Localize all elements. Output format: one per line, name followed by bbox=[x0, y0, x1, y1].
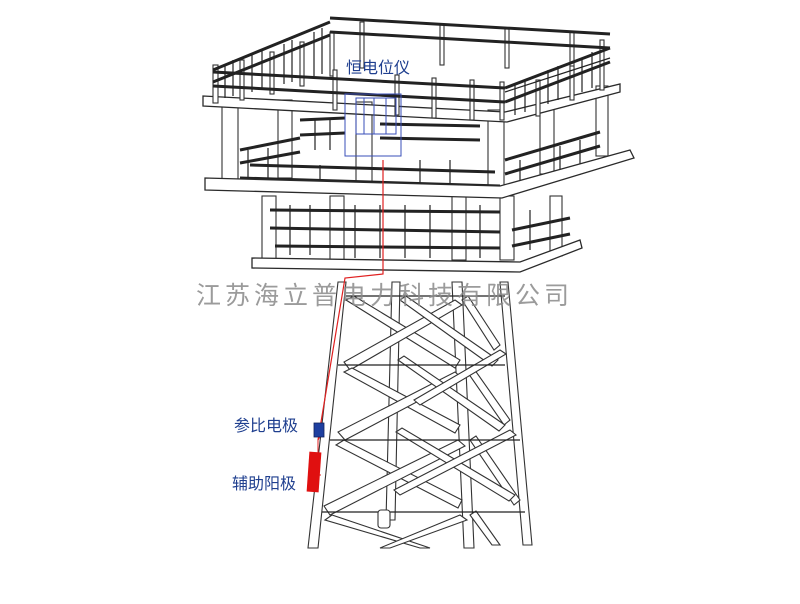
potentiostat-box bbox=[344, 93, 402, 157]
cable bbox=[317, 160, 384, 441]
company-watermark: 江苏海立普电力科技有限公司 bbox=[196, 281, 574, 310]
top-deck bbox=[202, 16, 621, 123]
jacket-structure bbox=[307, 281, 533, 549]
auxiliary-anode-label: 辅助阳极 bbox=[232, 474, 297, 493]
lower-deck bbox=[251, 195, 583, 273]
reference-electrode-label: 参比电极 bbox=[234, 416, 299, 435]
auxiliary-anode-icon bbox=[306, 451, 322, 493]
reference-electrode-icon bbox=[313, 422, 325, 438]
cathodic-protection-system bbox=[306, 93, 402, 493]
potentiostat-label: 恒电位仪 bbox=[346, 58, 411, 77]
middle-deck bbox=[204, 85, 635, 199]
